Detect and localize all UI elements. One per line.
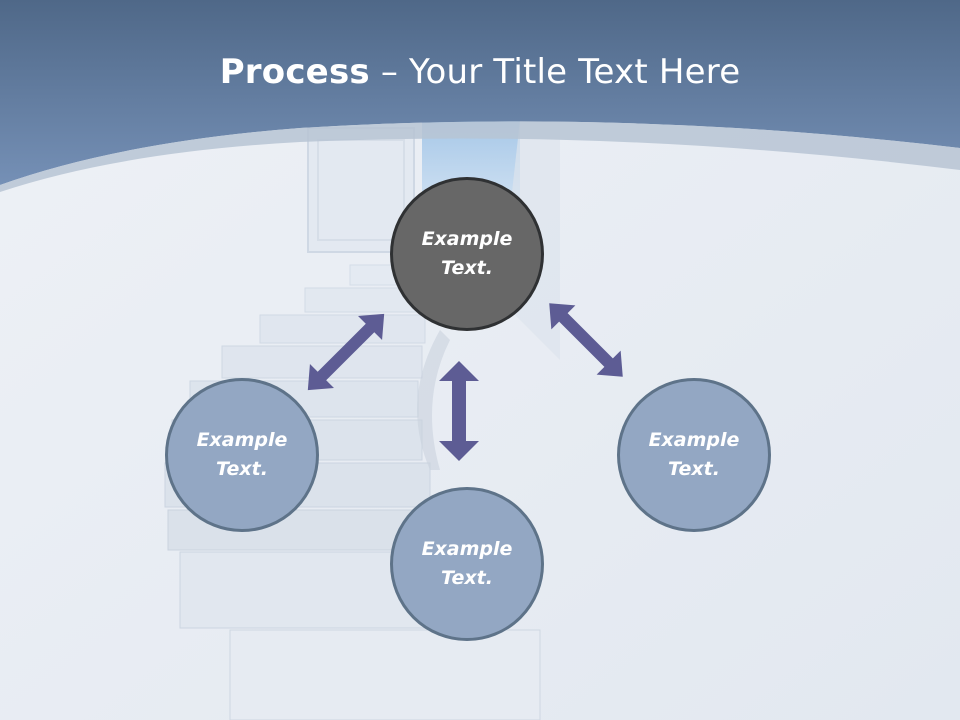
node-label: Example Text. <box>421 538 513 589</box>
slide-title: Process – Your Title Text Here <box>0 52 960 92</box>
node-label: Example Text. <box>648 429 740 480</box>
process-node-right: Example Text. <box>617 378 771 532</box>
title-bold: Process <box>219 52 370 92</box>
double-arrow-icon <box>307 313 385 391</box>
process-node-left: Example Text. <box>165 378 319 532</box>
node-label: Example Text. <box>196 429 288 480</box>
process-node-bottom: Example Text. <box>390 487 544 641</box>
double-arrow-icon <box>439 361 479 461</box>
node-label: Example Text. <box>421 228 513 279</box>
title-rest: – Your Title Text Here <box>369 52 741 92</box>
double-arrow-icon <box>549 303 623 377</box>
process-node-center: Example Text. <box>390 177 544 331</box>
